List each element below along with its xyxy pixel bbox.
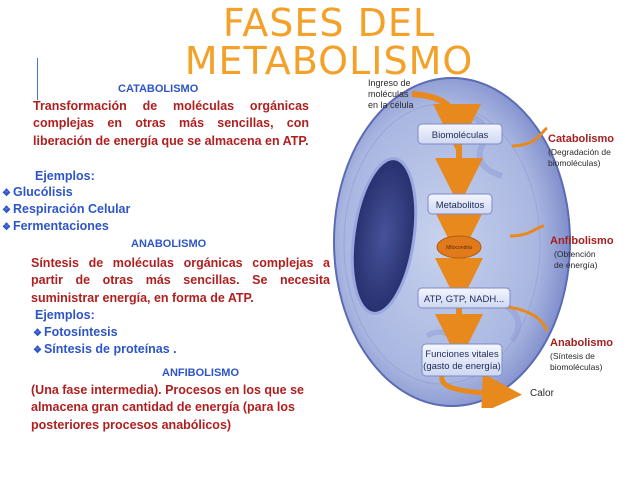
anabolismo-examples-label: Ejemplos: (35, 308, 95, 322)
arrow-ingreso (411, 91, 481, 152)
anabolismo-example: ❖Fotosíntesis (33, 325, 118, 339)
diamond-bullet-icon: ❖ (33, 345, 42, 356)
label-anabolismo: Anabolismo (550, 337, 613, 349)
box-funciones-vitales (421, 343, 503, 377)
page-title-line-1: FASES DEL (222, 1, 436, 45)
anabolismo-heading: ANABOLISMO (131, 238, 207, 250)
svg-text:biomoléculas): biomoléculas) (548, 158, 601, 168)
svg-text:Metabolitos: Metabolitos (436, 200, 485, 211)
label-catabolismo: Catabolismo (548, 133, 614, 145)
box-atp (417, 287, 511, 309)
anabolismo-description: Síntesis de moléculas orgánicas compleja… (31, 256, 330, 305)
diamond-bullet-icon: ❖ (2, 205, 11, 216)
ingreso-label: Ingreso de moléculas en la célula (368, 78, 414, 110)
catabolismo-example: ❖Fermentaciones (2, 219, 109, 233)
label-anfibolismo: Anfibolismo (550, 235, 614, 247)
page-title-line-2: METABOLISMO (184, 39, 474, 83)
arrow-calor (439, 373, 522, 408)
svg-text:(gasto de energía): (gasto de energía) (423, 361, 501, 372)
svg-text:Biomoléculas: Biomoléculas (432, 130, 489, 141)
anfibolismo-description: (Una fase intermedia). Procesos en los q… (31, 383, 305, 432)
svg-text:Funciones vitales: Funciones vitales (425, 349, 499, 360)
svg-text:Mitocondria: Mitocondria (446, 245, 472, 251)
svg-text:(Degradación de: (Degradación de (548, 147, 611, 157)
label-calor: Calor (530, 388, 555, 399)
svg-text:(Síntesis de: (Síntesis de (550, 351, 595, 361)
catabolismo-examples-label: Ejemplos: (35, 169, 95, 183)
svg-text:biomoléculas): biomoléculas) (550, 362, 603, 372)
anfibolismo-heading: ANFIBOLISMO (162, 367, 239, 379)
box-biomoleculas (417, 123, 503, 145)
svg-text:(Obtención: (Obtención (554, 249, 596, 259)
catabolismo-heading: CATABOLISMO (118, 83, 199, 95)
svg-text:ATP, GTP, NADH...: ATP, GTP, NADH... (424, 294, 504, 305)
catabolismo-example: ❖Glucólisis (2, 185, 73, 199)
mitochondria (436, 235, 482, 259)
diamond-bullet-icon: ❖ (2, 188, 11, 199)
nucleus (350, 157, 418, 315)
catabolismo-description: Transformación de moléculas orgánicas co… (33, 99, 309, 148)
box-metabolitos (427, 193, 493, 215)
svg-text:de energía): de energía) (554, 260, 598, 270)
catabolismo-example: ❖Respiración Celular (2, 202, 131, 216)
anabolismo-example: ❖Síntesis de proteínas . (33, 342, 177, 356)
title-accent-line (37, 58, 38, 100)
diamond-bullet-icon: ❖ (33, 328, 42, 339)
metabolism-cell-diagram: Ingreso de moléculas en la célula Biomol… (333, 77, 614, 408)
diamond-bullet-icon: ❖ (2, 222, 11, 233)
